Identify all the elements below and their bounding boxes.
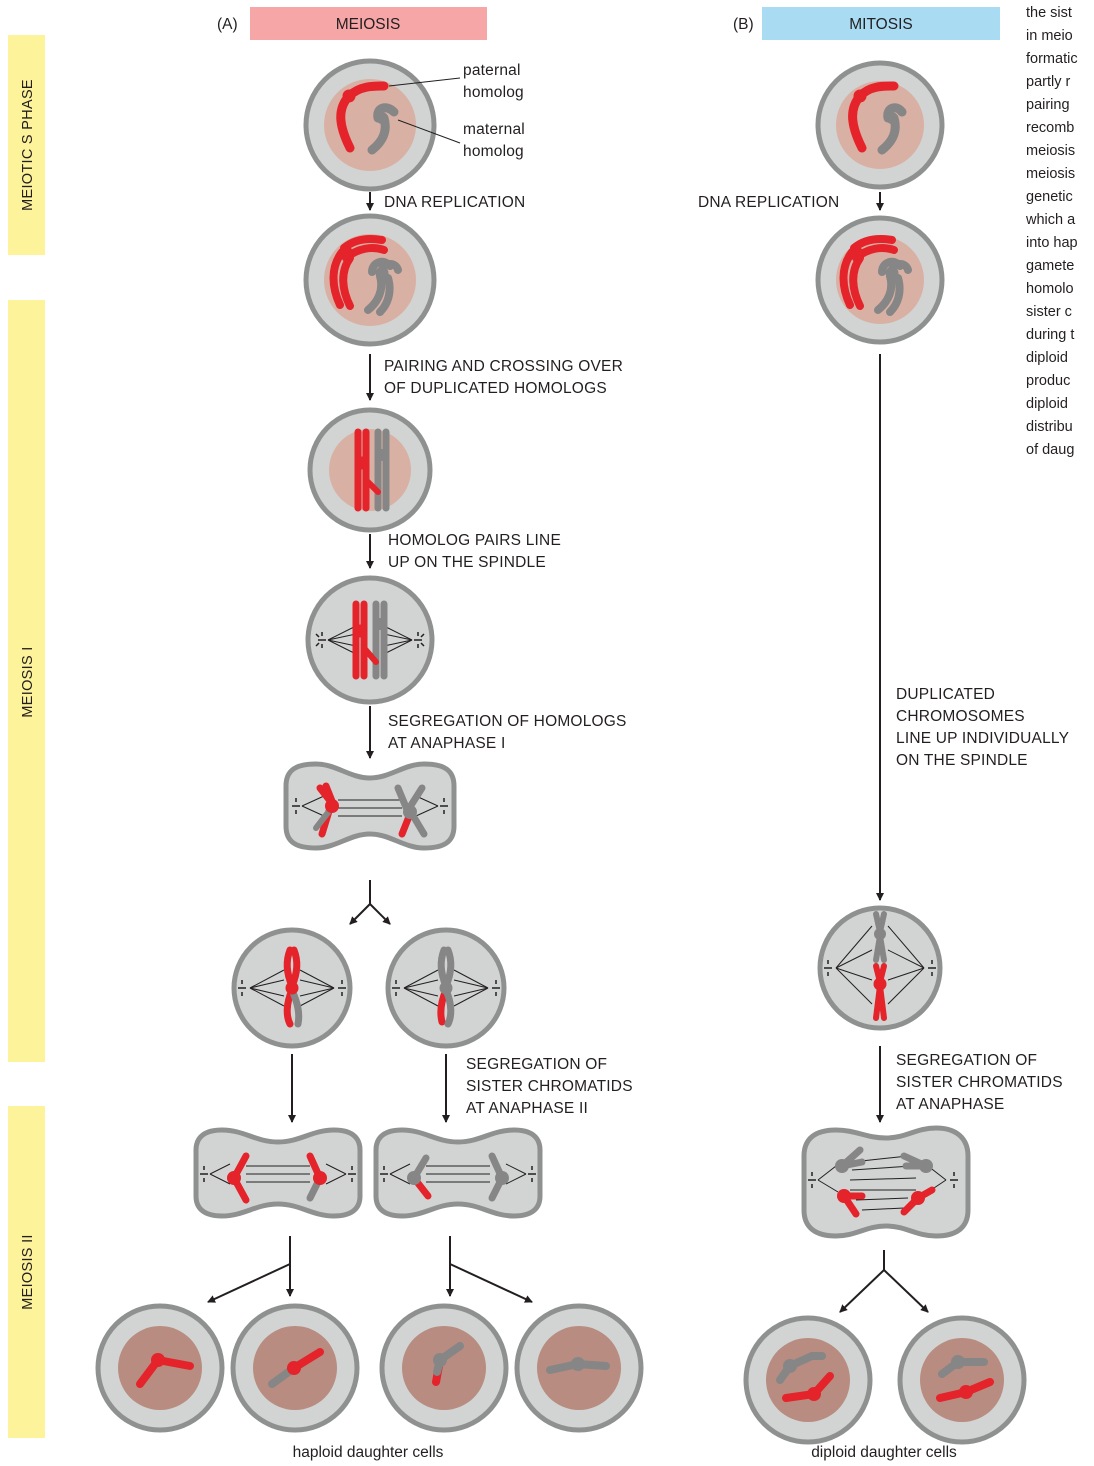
paternal-label: paternal (463, 62, 521, 79)
caption-line: during t (1026, 327, 1074, 343)
caption-line: gamete (1026, 258, 1074, 274)
caption-line: meiosis (1026, 143, 1075, 159)
meiosis-step-pairing: PAIRING AND CROSSING OVER (384, 358, 623, 375)
maternal-label: homolog (463, 143, 524, 160)
cell-membrane (817, 905, 943, 1031)
caption-line: the sist (1026, 5, 1072, 21)
meiosis-cell-anaphase-1 (283, 761, 457, 851)
caption-line: which a (1025, 212, 1076, 228)
arrow-split-left (349, 903, 371, 925)
maternal-centromere (376, 112, 388, 124)
mitosis-cell-anaphase (801, 1125, 971, 1239)
mitosis-step-lineup: CHROMOSOMES (896, 708, 1025, 725)
meiosis-step-segregation-1: AT ANAPHASE I (388, 735, 505, 752)
caption-line: pairing (1026, 97, 1070, 113)
leader-line (397, 119, 461, 144)
phase-label-meiosis-2: MEIOSIS II (20, 1234, 36, 1310)
centrosome (315, 632, 326, 648)
haploid-daughter-cell (230, 1303, 360, 1433)
mitosis-step-lineup: LINE UP INDIVIDUALLY (896, 730, 1069, 747)
diploid-label: diploid daughter cells (811, 1444, 957, 1461)
cell-membrane (305, 575, 435, 705)
side-caption: the sist in meio formatic partly r pairi… (1025, 5, 1078, 458)
mitosis-step-replication: DNA REPLICATION (698, 194, 839, 211)
caption-line: formatic (1026, 51, 1078, 67)
phase-bar-meiosis-2 (8, 1106, 45, 1438)
caption-line: into hap (1026, 235, 1078, 251)
meiosis-step-segregation-1: SEGREGATION OF HOMOLOGS (388, 713, 627, 730)
caption-line: genetic (1026, 189, 1073, 205)
meiosis-step-replication: DNA REPLICATION (384, 194, 525, 211)
phase-label-s-phase: MEIOTIC S PHASE (20, 79, 36, 211)
haploid-daughter-cell (95, 1303, 225, 1433)
meiosis-step-segregation-2: AT ANAPHASE II (466, 1100, 588, 1117)
paternal-label: homolog (463, 84, 524, 101)
cell-membrane (373, 1127, 543, 1219)
caption-line: meiosis (1026, 166, 1075, 182)
centrosome (414, 632, 425, 648)
paternal-centromere (342, 89, 356, 103)
meiosis-step-lineup: HOMOLOG PAIRS LINE (388, 532, 561, 549)
meiosis-cell-metaphase-1 (305, 575, 435, 705)
panel-a-title-bar (250, 7, 487, 40)
diploid-daughter-cell (897, 1315, 1027, 1445)
caption-line: distribu (1026, 419, 1073, 435)
panel-b-header: (B) MITOSIS (733, 7, 1000, 40)
mitosis-step-segregation: SEGREGATION OF (896, 1052, 1037, 1069)
meiosis-step-segregation-2: SISTER CHROMATIDS (466, 1078, 633, 1095)
meiosis-cell-paired (307, 407, 433, 533)
phase-sidebar: MEIOTIC S PHASE MEIOSIS I MEIOSIS II (8, 35, 45, 1438)
meiosis-cell-metaphase-2-right (385, 927, 507, 1049)
panel-b-tag: (B) (733, 16, 754, 33)
meiosis-step-segregation-2: SEGREGATION OF (466, 1056, 607, 1073)
mitosis-arrow-daughter-right (883, 1269, 929, 1313)
panel-a-header: (A) MEIOSIS (217, 7, 487, 40)
caption-line: diploid (1026, 350, 1068, 366)
panel-a-tag: (A) (217, 16, 238, 33)
mitosis-step-lineup: DUPLICATED (896, 686, 995, 703)
arrow-split-right (369, 903, 391, 925)
meiosis-cell-anaphase-2-right (373, 1127, 543, 1219)
panel-b-title-bar (762, 7, 1000, 40)
cell-membrane (801, 1125, 971, 1239)
mitosis-step-segregation: AT ANAPHASE (896, 1096, 1004, 1113)
panel-b-title: MITOSIS (849, 16, 912, 33)
diploid-daughter-cell (743, 1315, 873, 1445)
mitosis-step-lineup: ON THE SPINDLE (896, 752, 1028, 769)
haploid-daughter-cell (514, 1303, 644, 1433)
meiosis-cell-anaphase-2-left (193, 1127, 363, 1219)
caption-line: produc (1026, 373, 1070, 389)
phase-label-meiosis-1: MEIOSIS I (20, 646, 36, 717)
mitosis-cell-metaphase (817, 905, 943, 1031)
caption-line: sister c (1026, 304, 1072, 320)
cell-membrane (283, 761, 457, 851)
meiosis-step-lineup: UP ON THE SPINDLE (388, 554, 546, 571)
nucleus (329, 429, 411, 511)
caption-line: diploid (1026, 396, 1068, 412)
phase-bar-s-phase (8, 35, 45, 255)
cell-membrane (193, 1127, 363, 1219)
caption-line: of daug (1026, 442, 1074, 458)
meiosis-cell-initial: paternal homolog maternal homolog (303, 58, 525, 192)
mitosis-arrow-daughter-left (839, 1269, 885, 1313)
mitosis-cell-replicated (815, 215, 945, 345)
maternal-label: maternal (463, 121, 525, 138)
meiosis-step-pairing: OF DUPLICATED HOMOLOGS (384, 380, 607, 397)
meiosis-cell-replicated (303, 213, 437, 347)
caption-line: partly r (1026, 74, 1070, 90)
haploid-label: haploid daughter cells (293, 1444, 444, 1461)
haploid-daughter-cell (379, 1303, 509, 1433)
mitosis-cell-initial (815, 60, 945, 190)
meiosis-cell-metaphase-2-left (231, 927, 353, 1049)
phase-bar-meiosis-1 (8, 300, 45, 1062)
caption-line: recomb (1026, 120, 1074, 136)
leader-line (388, 77, 461, 87)
mitosis-step-segregation: SISTER CHROMATIDS (896, 1074, 1063, 1091)
panel-a-title: MEIOSIS (336, 16, 401, 33)
caption-line: in meio (1026, 28, 1073, 44)
caption-line: homolo (1026, 281, 1074, 297)
